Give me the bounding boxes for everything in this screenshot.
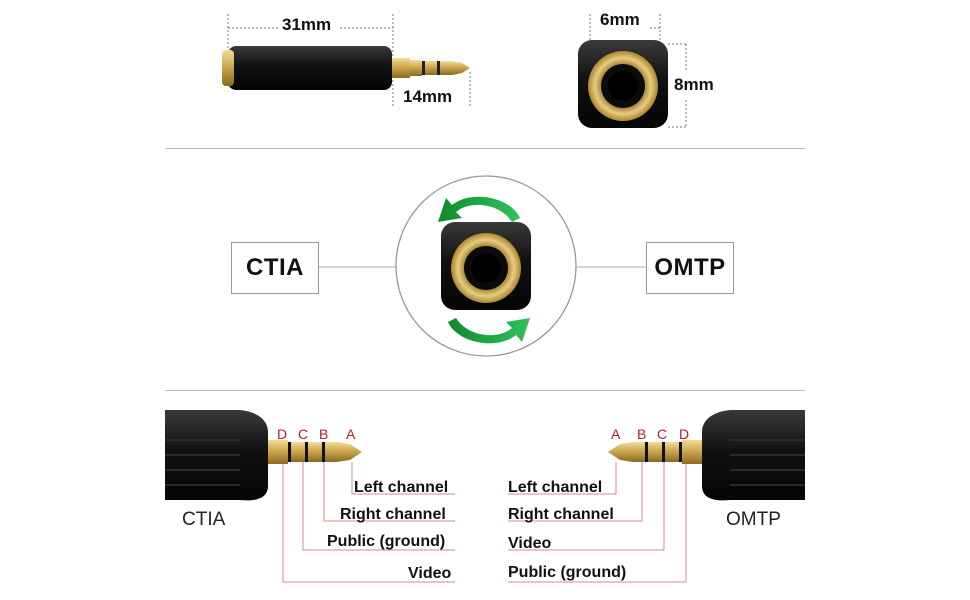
ctia-video: Video <box>408 565 452 582</box>
omtp-leader-lines <box>508 462 687 583</box>
ctia-plug <box>165 410 362 501</box>
omtp-pin-d: D <box>679 426 690 442</box>
ctia-left-channel: Left channel <box>354 479 449 496</box>
ctia-pin-a: A <box>346 426 356 442</box>
ctia-right-channel: Right channel <box>340 506 446 523</box>
adapter-side-view <box>222 46 470 90</box>
ctia-pin-b: B <box>319 426 329 442</box>
width-label: 6mm <box>600 10 640 29</box>
divider-top <box>165 148 805 149</box>
rotate-arrow-top-icon <box>438 196 520 222</box>
dimension-lines-top-right <box>589 14 688 128</box>
ctia-pin-d: D <box>277 426 288 442</box>
dimension-lines-top-left <box>227 14 471 108</box>
rotate-arrow-bottom-icon <box>448 318 530 344</box>
ctia-standard-box: CTIA <box>231 242 319 294</box>
omtp-video: Video <box>508 535 552 552</box>
omtp-public-ground: Public (ground) <box>508 564 627 581</box>
ctia-pin-c: C <box>298 426 309 442</box>
omtp-standard-box: OMTP <box>646 242 734 294</box>
length-plug-label: 14mm <box>403 87 453 106</box>
omtp-pin-a: A <box>611 426 621 442</box>
omtp-standard-label: OMTP <box>726 509 781 530</box>
ctia-leader-lines <box>282 462 455 583</box>
adapter-center-view <box>441 222 531 310</box>
omtp-pin-c: C <box>657 426 668 442</box>
omtp-left-channel: Left channel <box>508 479 603 496</box>
height-label: 8mm <box>674 75 714 94</box>
ctia-standard-label: CTIA <box>182 509 226 530</box>
length-total-label: 31mm <box>282 15 332 34</box>
divider-bottom <box>165 390 805 391</box>
omtp-pin-b: B <box>637 426 647 442</box>
adapter-front-view <box>578 40 668 128</box>
ctia-public-ground: Public (ground) <box>327 533 446 550</box>
omtp-right-channel: Right channel <box>508 506 614 523</box>
omtp-plug <box>608 410 805 501</box>
